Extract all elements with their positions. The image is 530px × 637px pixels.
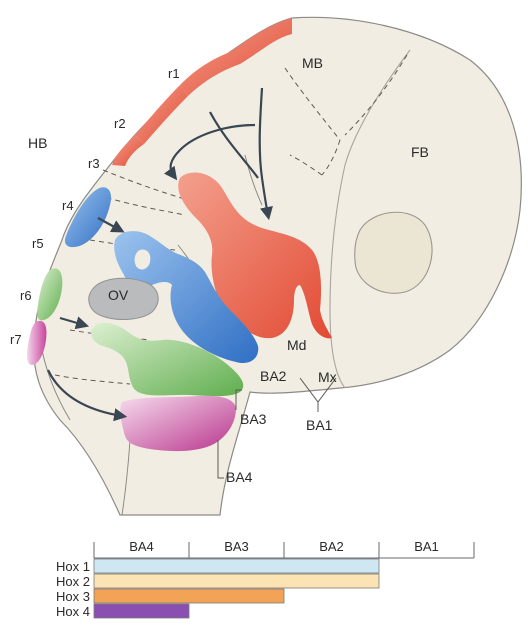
column-header-ba1: BA1 [414, 539, 439, 554]
label-md: Md [287, 337, 306, 353]
label-r4: r4 [62, 198, 74, 213]
label-r7: r7 [10, 332, 22, 347]
label-ba2: BA2 [260, 368, 287, 384]
label-r2: r2 [114, 116, 126, 131]
hox-row-label-2: Hox 2 [56, 574, 90, 589]
label-ov: OV [108, 287, 129, 303]
hox-row-label-3: Hox 3 [56, 589, 90, 604]
label-fb: FB [411, 144, 429, 160]
hox-row-label-4: Hox 4 [56, 604, 90, 619]
label-mb: MB [302, 55, 323, 71]
label-ba4: BA4 [226, 469, 253, 485]
label-r1: r1 [168, 66, 180, 81]
hox-row-label-1: Hox 1 [56, 559, 90, 574]
label-ba3: BA3 [240, 411, 267, 427]
label-mx: Mx [318, 369, 337, 385]
hox-bars [94, 559, 379, 618]
hox-bar-1 [94, 559, 379, 573]
column-header-ba2: BA2 [319, 539, 344, 554]
hox-bar-3 [94, 589, 284, 603]
optic-oval [355, 212, 432, 293]
hox-bar-2 [94, 574, 379, 588]
column-header-ba3: BA3 [224, 539, 249, 554]
label-hb: HB [28, 135, 47, 151]
label-ba1: BA1 [306, 417, 333, 433]
column-header-ba4: BA4 [129, 539, 154, 554]
label-r5: r5 [32, 236, 44, 251]
label-r3: r3 [88, 156, 100, 171]
label-r6: r6 [20, 288, 32, 303]
hox-bar-4 [94, 604, 189, 618]
